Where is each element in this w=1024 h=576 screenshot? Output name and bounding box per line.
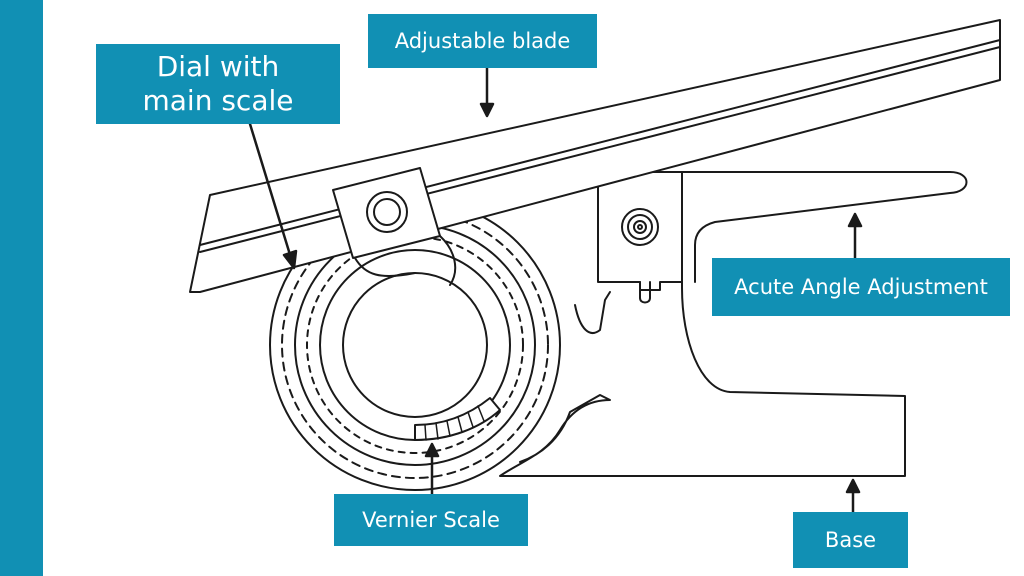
base-label-text: Base xyxy=(824,528,877,552)
adjustable-blade-label: Adjustable blade xyxy=(368,14,597,68)
dial-label-line1: Dial with xyxy=(156,50,280,83)
base-contour xyxy=(574,291,611,334)
hanging-tab xyxy=(639,281,651,304)
base-label: Base xyxy=(793,512,908,568)
acute-angle-label-text: Acute Angle Adjustment xyxy=(734,275,988,299)
dial-dashed-ring-outer xyxy=(281,211,549,479)
left-accent-bar xyxy=(0,0,43,576)
adjust-knob-center xyxy=(637,224,643,230)
adjust-knob-inner xyxy=(633,220,647,234)
clamp-screw-outer xyxy=(366,191,408,233)
acute-angle-label: Acute Angle Adjustment xyxy=(712,258,1010,316)
clamp-screw-inner xyxy=(373,198,401,226)
blade-center-groove-2 xyxy=(199,46,1001,253)
adjust-knob-mid xyxy=(627,214,653,240)
dial-inner-disc xyxy=(342,272,488,418)
pointer-arrows xyxy=(248,66,863,514)
vernier-scale-label: Vernier Scale xyxy=(334,494,528,546)
acute-arm-outline xyxy=(597,171,968,283)
dial-label-line2: main scale xyxy=(142,84,294,117)
adjustable-blade-label-text: Adjustable blade xyxy=(394,29,571,53)
vernier-scale-label-text: Vernier Scale xyxy=(362,508,500,532)
base-body-outline xyxy=(499,171,906,477)
vernier-ticks xyxy=(424,405,485,441)
adjust-knob-outer xyxy=(621,208,659,246)
dial-main-scale-label: Dial with main scale xyxy=(96,44,340,124)
clamp-neck xyxy=(354,235,457,286)
blade-center-groove xyxy=(199,39,1001,246)
